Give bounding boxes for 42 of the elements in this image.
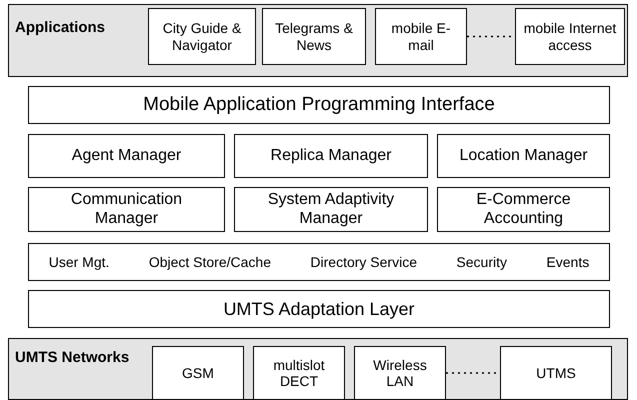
layer-box xyxy=(28,86,610,124)
app-box xyxy=(515,8,625,65)
services-box xyxy=(28,243,610,281)
component-box xyxy=(234,187,428,232)
box-label: Replica Manager xyxy=(270,146,392,166)
app-box xyxy=(148,8,256,65)
component-box xyxy=(437,187,610,232)
layer-title: UMTS Networks xyxy=(15,349,130,367)
component-box xyxy=(28,187,225,232)
layer-title: Applications xyxy=(15,19,106,37)
box-label: GSM xyxy=(182,364,214,382)
box-label: Location Manager xyxy=(459,146,588,166)
box-label: User Mgt. xyxy=(48,254,110,270)
box-label: System Adaptivity Manager xyxy=(266,191,396,228)
box-label: Communication Manager xyxy=(70,191,184,228)
network-box xyxy=(152,346,244,400)
box-label: multislot DECT xyxy=(272,356,326,390)
box-label: mobile Internet access xyxy=(522,20,618,53)
app-box xyxy=(375,8,467,65)
box-label: Directory Service xyxy=(310,254,417,270)
box-label: City Guide & Navigator xyxy=(162,20,242,53)
layer-band xyxy=(8,4,628,77)
network-box xyxy=(253,346,345,400)
box-label: Agent Manager xyxy=(72,146,182,166)
box-label: Wireless LAN xyxy=(372,356,428,390)
app-box xyxy=(262,8,366,65)
box-label: E-Commerce Accounting xyxy=(475,191,572,228)
box-label: Telegrams & News xyxy=(274,20,354,53)
network-box xyxy=(500,346,612,400)
box-label: UMTS Adaptation Layer xyxy=(223,298,415,320)
box-label: Security xyxy=(456,254,507,270)
box-label: mobile E-mail xyxy=(391,20,451,53)
component-box xyxy=(28,134,225,178)
network-box xyxy=(354,346,446,400)
layer-box xyxy=(28,290,610,328)
box-label: Mobile Application Programming Interface xyxy=(143,94,495,116)
box-label: Events xyxy=(546,254,590,270)
layer-band xyxy=(8,338,628,400)
box-label: Object Store/Cache xyxy=(148,254,271,270)
component-box xyxy=(437,134,610,178)
box-label: UTMS xyxy=(536,364,576,382)
component-box xyxy=(234,134,428,178)
